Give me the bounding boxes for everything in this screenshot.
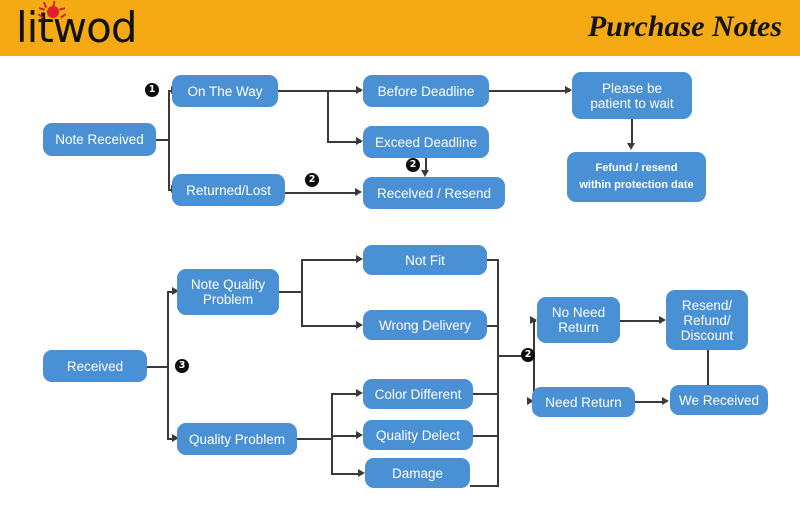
flow-node-note-received: Note Received — [43, 123, 156, 156]
connector-quality-defect-out — [473, 435, 499, 437]
arrow-to-no-need-return-icon — [530, 316, 537, 324]
flow-node-color-different: Color Different — [363, 379, 473, 409]
connector-bus-6 — [533, 320, 535, 402]
connector-we-received-to-resend — [707, 350, 709, 385]
arrow-to-quality-problem-icon — [172, 434, 179, 442]
connector-note-received-out — [156, 139, 170, 141]
flow-node-resend-refund: Resend/ Refund/ Discount — [666, 290, 748, 350]
arrow-to-color-different-icon — [356, 389, 363, 397]
arrow-to-damage-icon — [358, 469, 365, 477]
flow-node-not-fit: Not Fit — [363, 245, 487, 275]
step-bullet-bullet-1-top: 1 — [145, 83, 159, 97]
connector-to-wrong-delivery — [301, 325, 360, 327]
flow-node-exceed-deadline: Exceed Deadline — [363, 126, 489, 158]
connector-bus-4 — [301, 259, 303, 326]
connector-to-note-quality — [167, 291, 175, 293]
flow-node-note-quality: Note Quality Problem — [177, 269, 279, 315]
flow-node-damage: Damage — [365, 458, 470, 488]
arrow-exceed-to-received-icon — [421, 170, 429, 177]
connector-exceed-to-received — [425, 158, 427, 171]
connector-not-fit-out — [487, 259, 499, 261]
flow-node-returned-lost: Returned/Lost — [172, 174, 285, 206]
arrow-to-need-return-icon — [527, 397, 534, 405]
flow-node-before-deadline: Before Deadline — [363, 75, 489, 107]
connector-to-before-deadline — [327, 90, 361, 92]
step-bullet-bullet-2-mid: 2 — [305, 173, 319, 187]
arrow-to-wrong-delivery-icon — [356, 321, 363, 329]
connector-bus-3 — [167, 291, 169, 439]
connector-wrong-delivery-out — [487, 325, 499, 327]
flow-node-no-need-return: No Need Return — [537, 297, 620, 343]
arrow-to-exceed-deadline-icon — [356, 137, 363, 145]
connector-reasons-to-split — [497, 355, 535, 357]
arrow-to-note-quality-icon — [172, 287, 179, 295]
page-title: Purchase Notes — [587, 10, 782, 43]
connector-to-quality-defect — [331, 435, 360, 437]
connector-bus-reasons — [497, 259, 499, 486]
step-bullet-bullet-2-right: 2 — [521, 348, 535, 362]
flow-node-on-the-way: On The Way — [172, 75, 278, 107]
flow-node-refund-resend: Fefund / resend within protection date — [567, 152, 706, 202]
connector-bus-5 — [331, 393, 333, 473]
connector-no-need-to-resend — [620, 320, 662, 322]
arrow-to-not-fit-icon — [356, 255, 363, 263]
connector-received-out — [147, 366, 169, 368]
connector-color-different-out — [473, 393, 499, 395]
arrow-to-patient-icon — [565, 86, 572, 94]
connector-returned-to-received — [285, 192, 358, 194]
flow-node-quality-problem: Quality Problem — [177, 423, 297, 455]
connector-quality-problem-out — [297, 438, 333, 440]
connector-to-quality-problem — [167, 438, 175, 440]
connector-to-not-fit — [301, 259, 360, 261]
arrow-to-refund-icon — [627, 143, 635, 150]
connector-bus-1 — [168, 91, 170, 190]
connector-bus-2 — [327, 90, 329, 142]
logo-sun-dot-icon — [47, 6, 59, 18]
page-header: litwod Purchase Notes — [0, 0, 800, 56]
connector-need-return-to-we-received — [635, 401, 665, 403]
arrow-to-quality-defect-icon — [356, 431, 363, 439]
arrow-returned-to-received-icon — [355, 188, 362, 196]
arrow-to-before-deadline-icon — [356, 86, 363, 94]
step-bullet-bullet-3: 3 — [175, 359, 189, 373]
connector-on-the-way-out — [278, 90, 328, 92]
flow-node-received: Received — [43, 350, 147, 382]
arrow-need-return-to-we-received-icon — [662, 397, 669, 405]
flow-node-we-received: We Received — [670, 385, 768, 415]
step-bullet-bullet-2-down: 2 — [406, 158, 420, 172]
flow-node-need-return: Need Return — [532, 387, 635, 417]
flow-node-received-resend: Recelved / Resend — [363, 177, 505, 209]
connector-to-exceed-deadline — [327, 141, 361, 143]
connector-note-quality-out — [279, 291, 303, 293]
connector-before-deadline-to-patient — [489, 90, 570, 92]
flow-node-wrong-delivery: Wrong Delivery — [363, 310, 487, 340]
connector-damage-out — [470, 485, 499, 487]
connector-patient-to-refund — [631, 119, 633, 144]
connector-to-color-different — [331, 393, 360, 395]
flow-node-please-be-patient: Please be patient to wait — [572, 72, 692, 119]
brand-logo: litwod — [16, 3, 138, 52]
flow-node-quality-defect: Quality Delect — [363, 420, 473, 450]
arrow-no-need-to-resend-icon — [659, 316, 666, 324]
connector-to-damage — [331, 473, 362, 475]
